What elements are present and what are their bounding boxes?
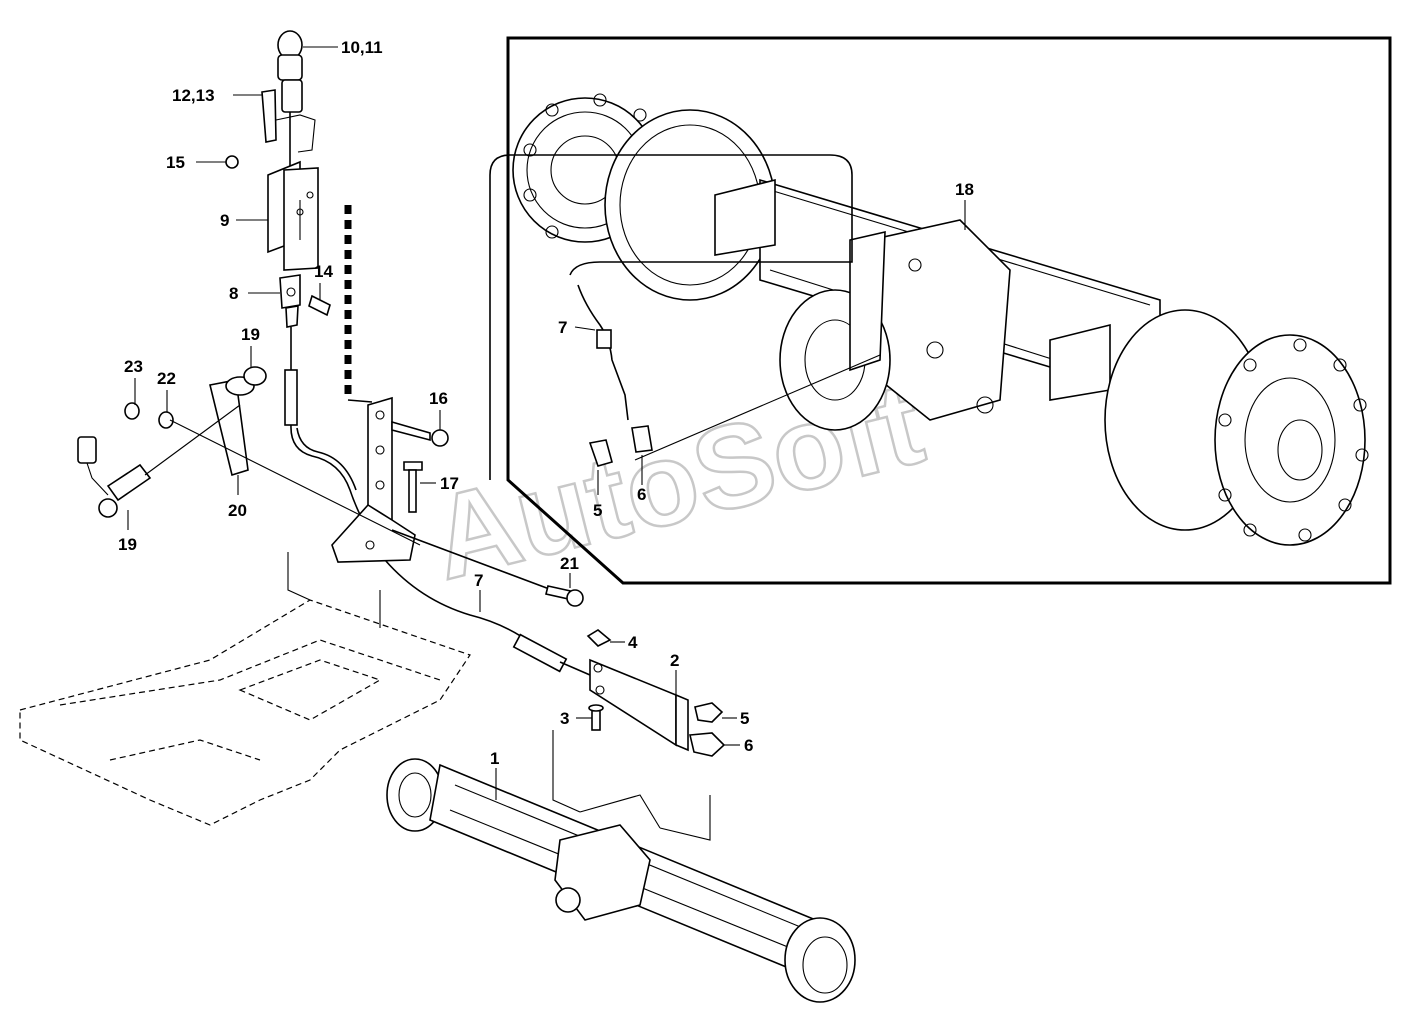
- inset-clevis-6: [631, 425, 653, 453]
- callout-15: 15: [166, 153, 185, 172]
- callout-2: 2: [670, 651, 679, 670]
- callout-12-13: 12,13: [172, 86, 215, 105]
- callout-19-switch: 19: [118, 535, 137, 554]
- callout-9: 9: [220, 211, 229, 230]
- callout-3: 3: [560, 709, 569, 728]
- callout-19-nut: 19: [241, 325, 260, 344]
- callout-23: 23: [124, 357, 143, 376]
- inset-clevis-5: [588, 439, 613, 467]
- inset-frame: [506, 36, 1392, 585]
- cab-floor-outline: [19, 552, 471, 826]
- callout-21: 21: [560, 554, 579, 573]
- rear-axle-illustration: [512, 93, 1369, 546]
- callout-labels: 10,11 12,13 15 9 14 8 19 23 22 16 17 20 …: [118, 38, 974, 768]
- front-axle-illustration: [386, 730, 856, 1003]
- inset-cable: [577, 284, 629, 421]
- hand-lever-assembly: [77, 30, 726, 757]
- callout-10-11: 10,11: [341, 38, 383, 57]
- callout-22: 22: [157, 369, 176, 388]
- callout-8: 8: [229, 284, 238, 303]
- callout-6-main: 6: [744, 736, 753, 755]
- callout-20: 20: [228, 501, 247, 520]
- callout-16: 16: [429, 389, 448, 408]
- callout-5-inset: 5: [593, 501, 602, 520]
- detail-inset: [489, 36, 1392, 585]
- callout-5-main: 5: [740, 709, 749, 728]
- callout-7-inset: 7: [558, 318, 567, 337]
- callout-1: 1: [490, 749, 499, 768]
- callout-18: 18: [955, 180, 974, 199]
- callout-7-main: 7: [474, 571, 483, 590]
- inset-cable-end: [596, 329, 612, 349]
- callout-14: 14: [314, 262, 333, 281]
- callout-4: 4: [628, 633, 638, 652]
- callout-6-inset: 6: [637, 485, 646, 504]
- callout-17: 17: [440, 474, 459, 493]
- callout-leaders: [127, 46, 966, 800]
- inset-connector: [489, 154, 853, 480]
